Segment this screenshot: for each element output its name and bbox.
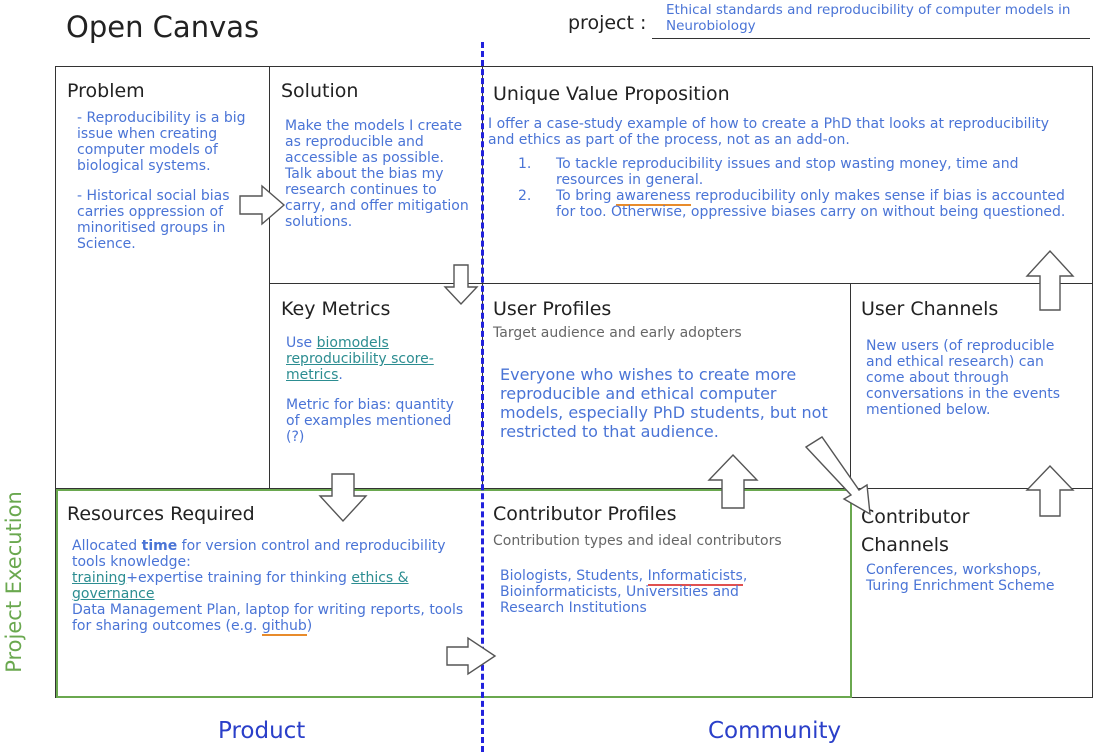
contributor-profiles-pre: Biologists, Students, [500,568,648,584]
github-word: github [261,618,307,636]
product-label: Product [218,718,306,744]
resources-line-1: Allocated time for version control and r… [72,538,467,570]
community-label: Community [708,718,842,744]
project-label: project : [568,12,647,34]
arrow-down-metrics-resources [318,473,368,523]
resources-t1-rest: for version control and reproducibility … [72,538,446,570]
awareness-word: awareness [615,188,691,206]
key-metrics-heading: Key Metrics [281,298,391,320]
uvp-list: 1. To tackle reproducibility issues and … [488,156,1078,220]
key-metrics-post: . [338,367,343,383]
problem-point-1: - Reproducibility is a big issue when cr… [77,110,246,174]
biomodels-link[interactable]: biomodels reproducibility score-metrics [286,335,434,383]
resources-t3-end: ) [306,618,313,634]
problem-text: - Reproducibility is a big issue when cr… [77,110,257,252]
key-metrics-text: Use biomodels reproducibility score-metr… [286,335,466,445]
uvp-heading: Unique Value Proposition [493,83,730,105]
user-profiles-heading: User Profiles [493,298,612,320]
contributor-profiles-heading: Contributor Profiles [493,503,677,525]
problem-point-2: - Historical social bias carries oppress… [77,188,230,252]
resources-text: Allocated time for version control and r… [72,538,467,636]
contributor-channels-text: Conferences, workshops, Turing Enrichmen… [866,562,1055,594]
key-metrics-line-1: Use biomodels reproducibility score-metr… [286,335,466,383]
problem-heading: Problem [67,80,145,102]
arrow-right-problem-solution [239,184,286,226]
uvp-item-2-pre: To bring [556,188,616,204]
project-underline [652,38,1090,39]
arrow-diagonal-users-channels [804,436,871,516]
uvp-item-2-number: 2. [518,188,532,204]
uvp-item-2: 2. To bring awareness reproducibility on… [488,188,1078,220]
resources-t3: Data Management Plan, laptop for writing… [72,602,464,634]
user-channels-text: New users (of reproducible and ethical r… [866,338,1061,418]
resources-line-3: Data Management Plan, laptop for writing… [72,602,467,636]
resources-line-2: training+expertise training for thinking… [72,570,467,602]
uvp-item-2-post: reproducibility only makes sense if bias… [556,188,1066,220]
arrow-down-solution-metrics [443,264,479,306]
uvp-text: I offer a case-study example of how to c… [488,116,1078,220]
resources-t1: Allocated [72,538,142,554]
key-metrics-pre: Use [286,335,317,351]
uvp-item-1: 1. To tackle reproducibility issues and … [488,156,1078,188]
execution-frame [56,489,852,698]
key-metrics-bias: Metric for bias: quantity of examples me… [286,397,454,445]
product-community-divider [481,42,484,752]
user-profiles-subtitle: Target audience and early adopters [493,325,742,341]
canvas-title: Open Canvas [66,10,260,44]
arrow-up-contributors-users [707,453,759,509]
project-title: Ethical standards and reproducibility of… [666,2,1071,34]
solution-heading: Solution [281,80,359,102]
informaticists-word: Informaticists [647,568,743,586]
training-link[interactable]: training [72,570,127,586]
time-word: time [141,538,178,554]
uvp-item-1-text: To tackle reproducibility issues and sto… [556,156,1019,188]
contributor-profiles-subtitle: Contribution types and ideal contributor… [493,533,782,549]
uvp-item-2-text: To bring awareness reproducibility only … [556,188,1078,220]
contributor-channels-heading: Contributor Channels [861,506,970,556]
contributor-profiles-text: Biologists, Students, Informaticists, Bi… [500,568,795,616]
arrow-up-channels-uvp [1025,249,1075,311]
uvp-intro: I offer a case-study example of how to c… [488,116,1050,148]
contributor-profiles-post: , Bioinformaticists, Universities and Re… [500,568,748,616]
user-profiles-text: Everyone who wishes to create more repro… [500,365,828,441]
user-channels-heading: User Channels [861,298,999,320]
solution-text-1: Make the models I create as reproducible… [285,118,463,166]
resources-heading: Resources Required [67,503,255,525]
resources-t2: +expertise training for thinking [126,570,352,586]
arrow-right-resources-contributors [446,636,497,676]
arrow-up-contributor-user-channels [1025,464,1075,517]
solution-text-2: Talk about the bias my research continue… [285,166,469,230]
uvp-item-1-number: 1. [518,156,532,172]
solution-text: Make the models I create as reproducible… [285,118,470,230]
ethics-governance-link[interactable]: ethics & governance [72,570,409,602]
